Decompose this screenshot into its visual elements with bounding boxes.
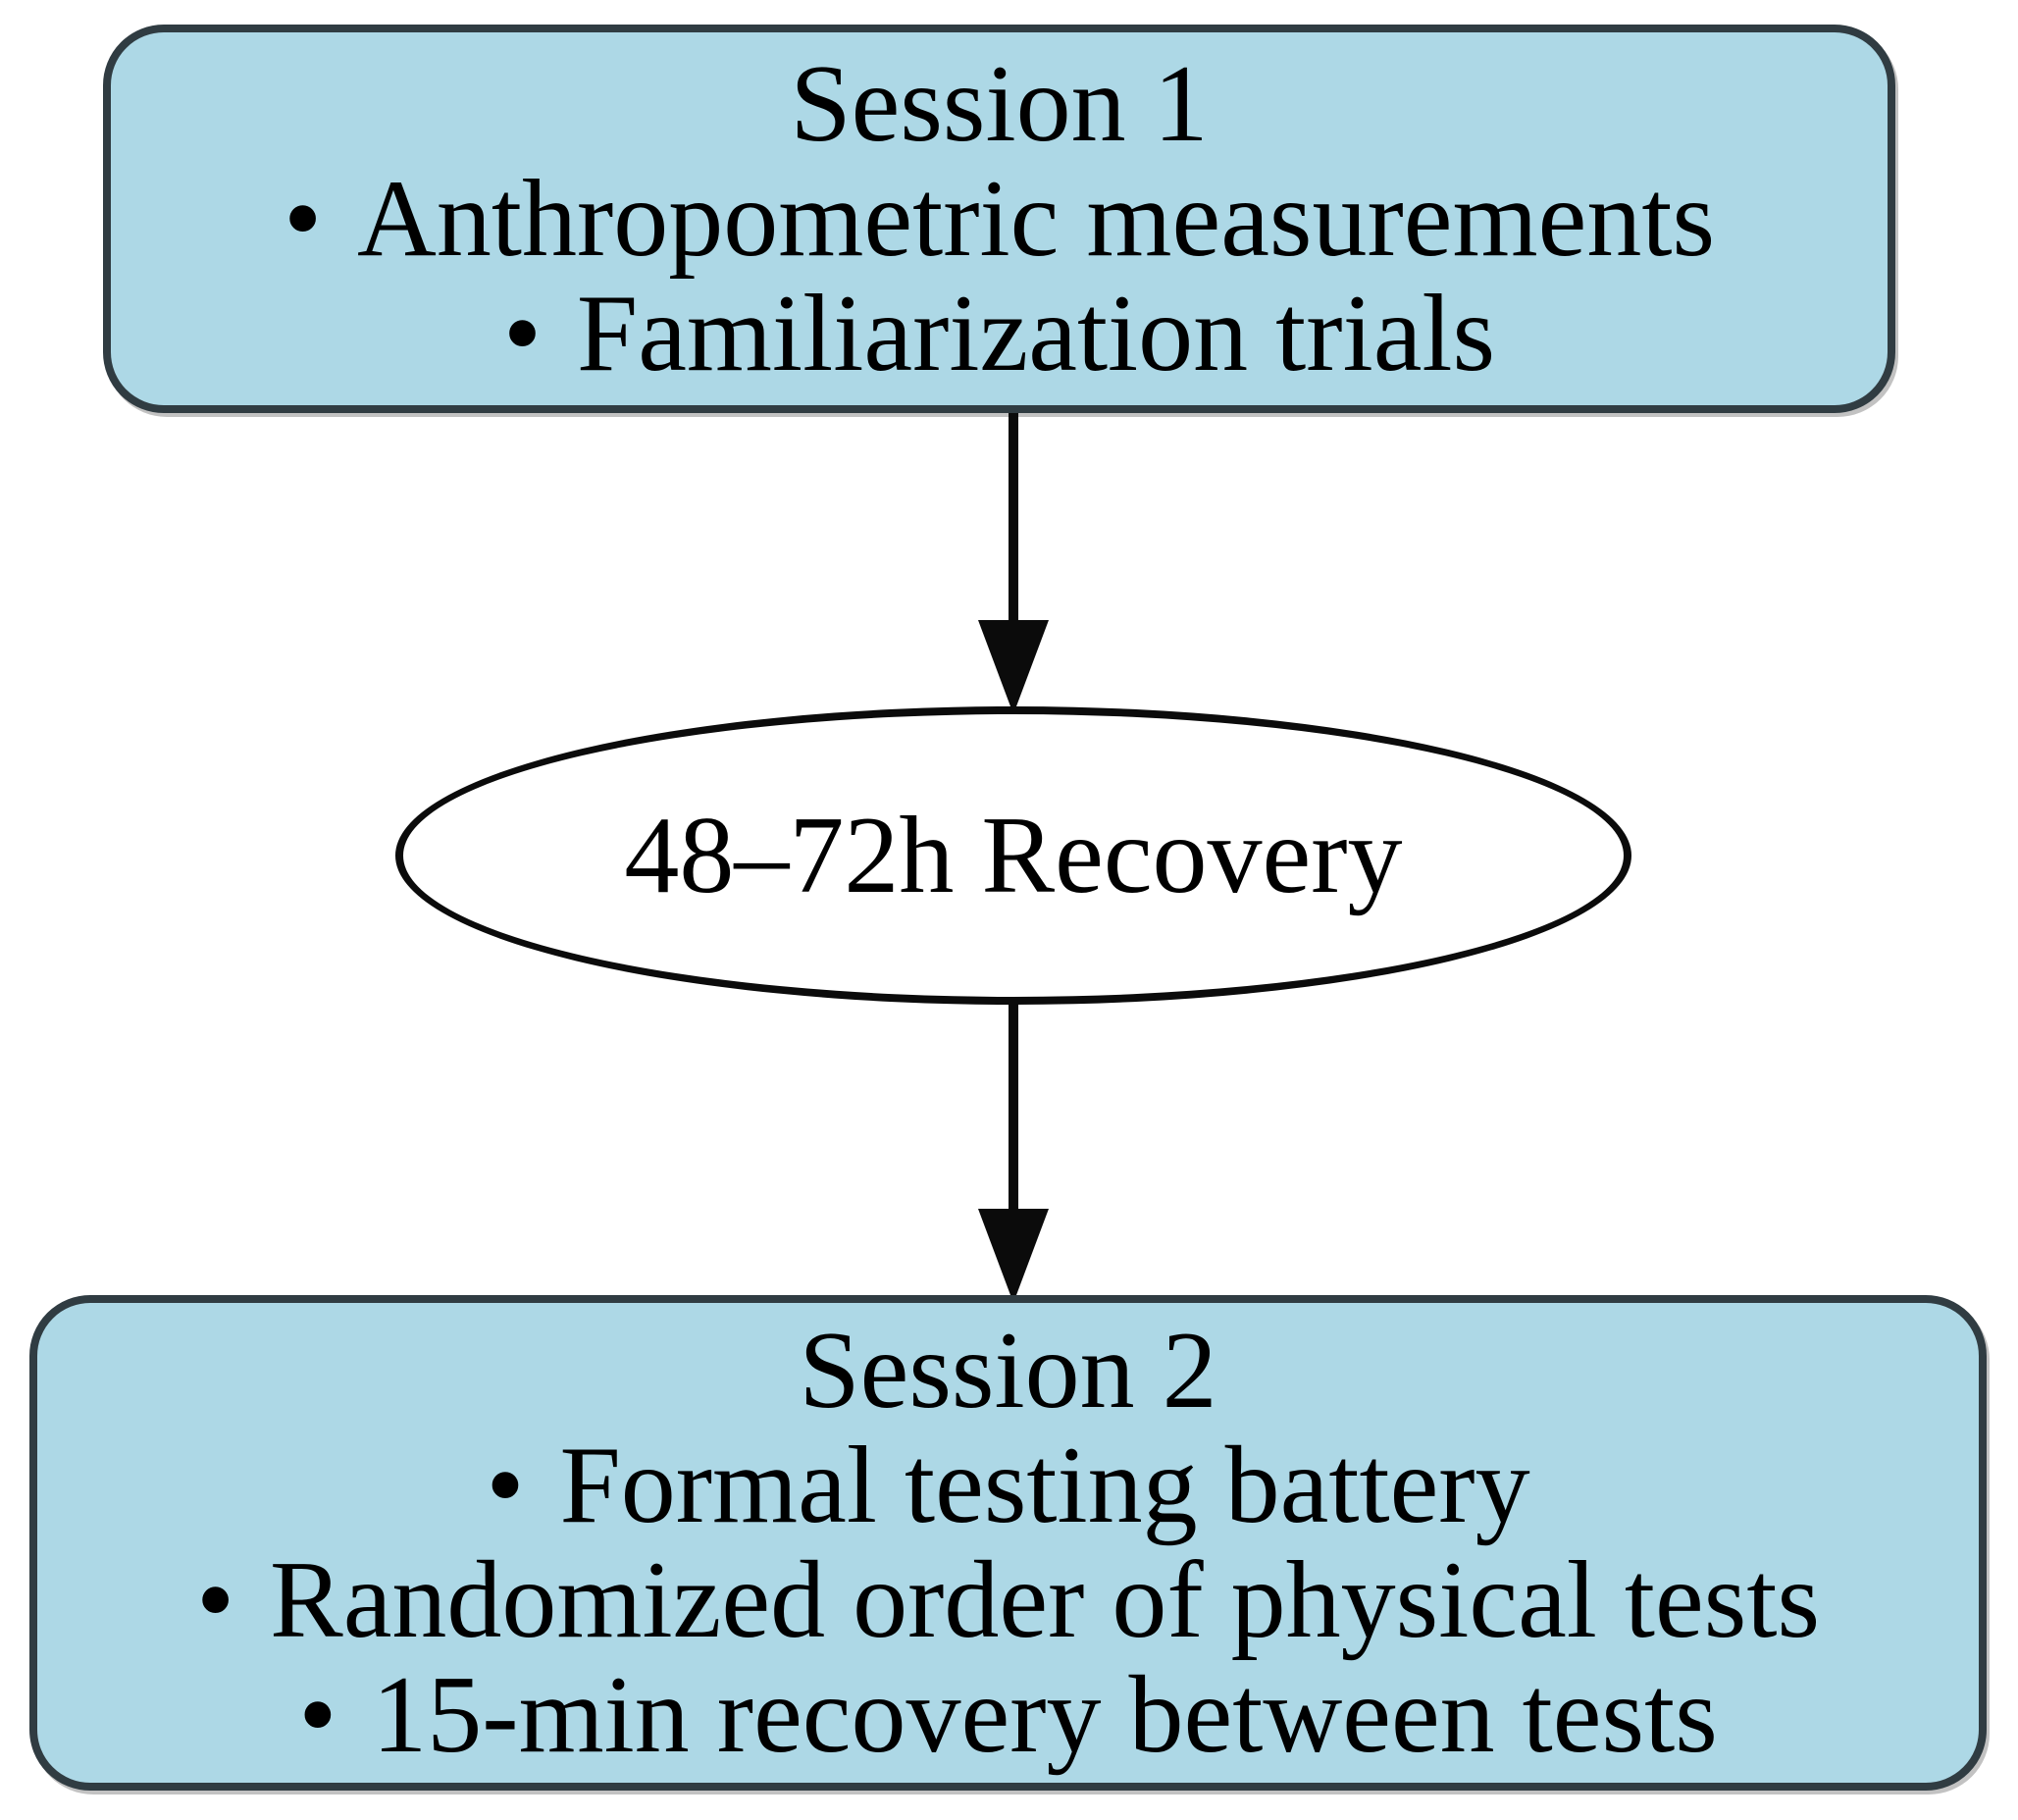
session-1-bullet-anthropometric-label: Anthropometric measurements — [357, 157, 1716, 280]
session-2-bullet-recovery-between: • 15-min recovery between tests — [298, 1653, 1718, 1776]
session-1-node: Session 1 •Anthropometric measurements •… — [103, 25, 1895, 413]
session-2-bullet-formal-testing: • Formal testing battery — [486, 1424, 1529, 1546]
session-1-bullet-anthropometric: • Anthropometric measurements — [283, 157, 1715, 280]
session-2-bullet-formal-testing-label: Formal testing battery — [559, 1424, 1530, 1546]
session-2-bullet-randomized-order: • Randomized order of physical tests — [195, 1538, 1820, 1661]
bullet-icon: • — [486, 1424, 525, 1546]
session-2-bullet-randomized-order-label: Randomized order of physical tests — [270, 1538, 1821, 1661]
recovery-label: 48–72h Recovery — [624, 794, 1403, 916]
session-1-title: Session 1 — [790, 42, 1209, 165]
arrow-session1-to-recovery-line — [1009, 413, 1018, 624]
bullet-icon: • — [502, 272, 543, 394]
arrow-recovery-to-session2-line — [1009, 1003, 1018, 1211]
session-2-node: Session 2 •Formal testing battery •Rando… — [29, 1295, 1987, 1791]
arrow-down-icon — [978, 1209, 1049, 1303]
session-2-bullet-recovery-between-label: 15-min recovery between tests — [372, 1653, 1718, 1776]
arrow-down-icon — [978, 620, 1049, 714]
bullet-icon: • — [298, 1653, 337, 1776]
bullet-icon: • — [195, 1538, 235, 1661]
session-2-title: Session 2 — [799, 1309, 1217, 1431]
bullet-icon: • — [283, 157, 323, 280]
session-1-bullet-familiarization-label: Familiarization trials — [576, 272, 1496, 394]
recovery-node: 48–72h Recovery — [395, 706, 1631, 1005]
session-1-bullet-familiarization: • Familiarization trials — [502, 272, 1495, 394]
